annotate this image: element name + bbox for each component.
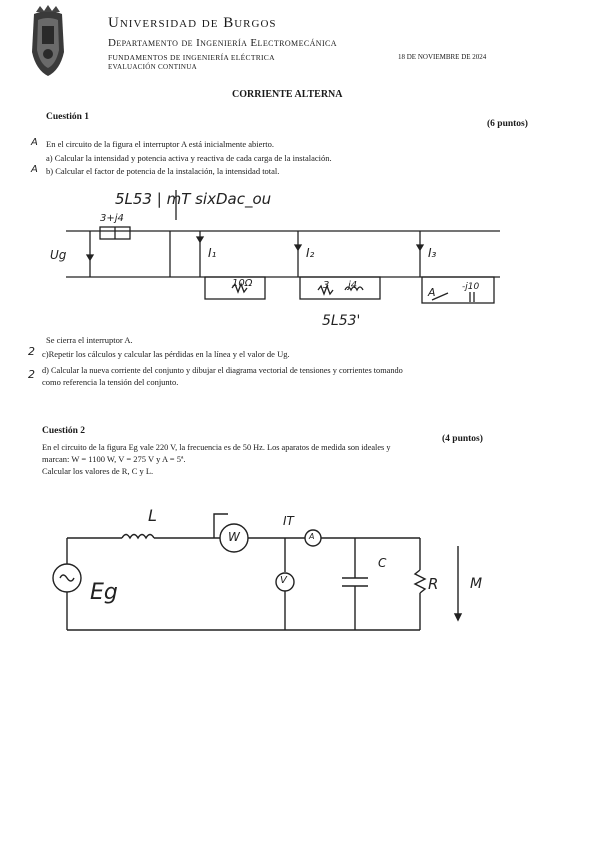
evaluation-type: EVALUACIÓN CONTINUA (108, 63, 197, 71)
question-1-item-d-line2: como referencia la tensión del conjunto. (42, 377, 179, 387)
question-1-points: (6 puntos) (487, 119, 528, 129)
question-2-line2: marcan: W = 1100 W, V = 275 V y A = 5ª. (42, 454, 186, 464)
question-1-item-a: a) Calcular la intensidad y potencia act… (46, 153, 332, 163)
margin-mark-b: A (31, 164, 38, 175)
question-1-item-d-line1: d) Calcular la nueva corriente del conju… (42, 366, 403, 375)
question-2-line3: Calcular los valores de R, C y L. (42, 466, 154, 476)
switch-a-label: A (428, 286, 436, 299)
current-2-label: I₂ (306, 246, 315, 260)
load-3-reactance: -j10 (462, 282, 480, 292)
output-voltage-label: M (470, 576, 483, 592)
current-3-label: I₃ (428, 246, 437, 260)
question-2-points: (4 puntos) (442, 434, 483, 444)
question-2-line1: En el circuito de la figura Eg vale 220 … (42, 443, 391, 452)
margin-mark-c: 2 (28, 345, 35, 358)
capacitor-label: C (378, 556, 387, 570)
wattmeter-label: W (228, 530, 240, 544)
inductor-label: L (148, 506, 157, 525)
handwritten-note-top: 5L53 | mT sixDac_ou (115, 190, 272, 208)
ammeter-label: A (309, 532, 315, 541)
subject-name: FUNDAMENTOS DE INGENIERÍA ELÉCTRICA (108, 53, 275, 62)
exam-date: 18 DE NOVIEMBRE DE 2024 (398, 53, 487, 61)
university-crest-logo (32, 5, 64, 76)
voltmeter-label: V (280, 575, 287, 586)
university-name: Universidad de Burgos (108, 15, 277, 31)
load-2-resistance: 3 (323, 280, 330, 291)
current-1-label: I₁ (208, 246, 217, 260)
question-1-heading: Cuestión 1 (46, 112, 90, 122)
question-1-item-c: c)Repetir los cálculos y calcular las pé… (42, 349, 290, 359)
load-2-reactance: j4 (348, 280, 358, 291)
line-impedance-label: 3+j4 (100, 213, 124, 224)
margin-mark-a: A (31, 137, 38, 148)
total-current-label: IT (283, 514, 294, 528)
load-1-impedance: 10Ω (232, 278, 253, 289)
department-name: Departamento de Ingeniería Electromecáni… (108, 37, 337, 49)
circuit-2-diagram (52, 513, 463, 631)
circuit-1-diagram (66, 190, 500, 304)
source-emf-label: Eg (90, 580, 118, 605)
handwritten-note-bottom: 5L53' (322, 313, 361, 329)
question-1-closed: Se cierra el interruptor A. (46, 335, 133, 345)
resistor-label: R (428, 575, 439, 593)
source-voltage-label: Ug (50, 248, 67, 262)
question-1-item-b: b) Calcular el factor de potencia de la … (46, 166, 280, 176)
margin-mark-d: 2 (28, 368, 35, 381)
question-2-heading: Cuestión 2 (42, 426, 86, 436)
question-1-intro: En el circuito de la figura el interrupt… (46, 139, 274, 149)
page-title: CORRIENTE ALTERNA (232, 89, 343, 100)
